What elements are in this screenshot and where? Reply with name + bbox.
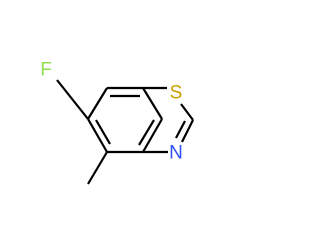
bond-c4-c5 — [87, 118, 108, 153]
double-bond-c2-n — [175, 120, 186, 139]
double-bond-inner-left — [95, 119, 111, 145]
fluorine-atom-label: F — [40, 60, 52, 81]
bond-c2-n — [181, 119, 194, 143]
sulfur-atom-label: S — [170, 83, 183, 104]
bond-c5-c6 — [87, 87, 108, 120]
molecule-structure: F S N — [40, 60, 194, 185]
bond-c6-c6a — [142, 87, 163, 120]
bond-c-methyl — [87, 151, 108, 185]
bonds — [56, 79, 194, 185]
bond-c-f — [56, 79, 89, 120]
double-bond-inner-right — [138, 119, 155, 146]
atom-labels: F S N — [40, 60, 183, 164]
nitrogen-atom-label: N — [169, 143, 183, 164]
bond-c6a-c3a — [142, 118, 163, 153]
bond-s-c2 — [180, 103, 194, 121]
